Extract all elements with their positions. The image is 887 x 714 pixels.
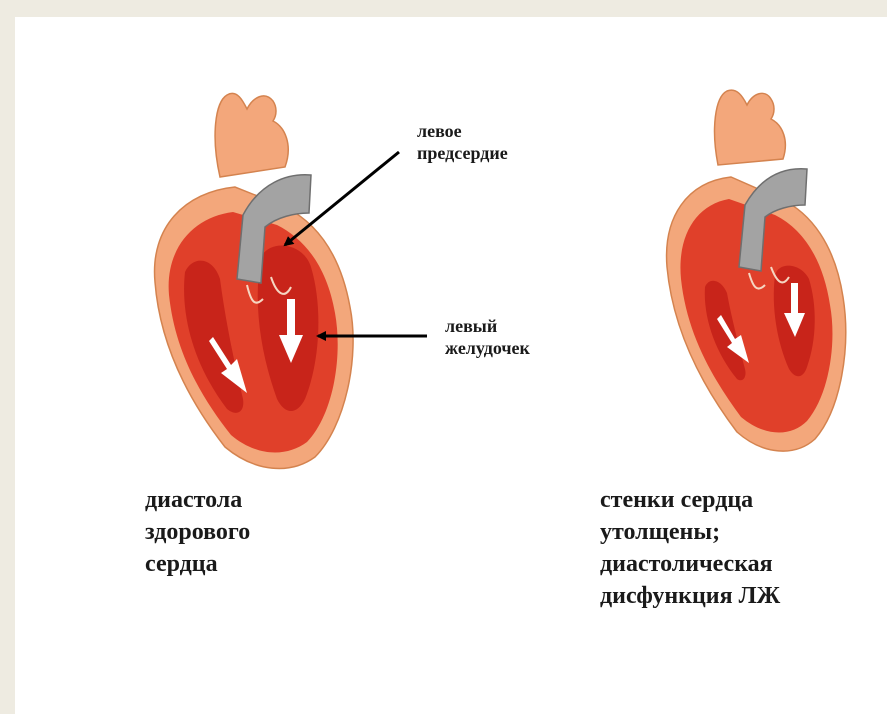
- left-atrium-label-line-2: предсердие: [417, 142, 508, 164]
- left-ventricle-label-line-1: левый: [445, 315, 530, 337]
- healthy-caption-line-1: диастола: [145, 484, 250, 516]
- healthy-aorta: [215, 93, 288, 177]
- hypertrophy-caption-line-4: дисфункция ЛЖ: [600, 580, 780, 612]
- healthy-heart-illustration: [155, 93, 354, 468]
- hypertrophied-aorta: [715, 90, 786, 165]
- left-ventricle-label: левый желудочек: [445, 315, 530, 359]
- hypertrophy-caption-line-1: стенки сердца: [600, 484, 780, 516]
- hypertrophy-caption-line-3: диастолическая: [600, 548, 780, 580]
- left-ventricle-label-line-2: желудочек: [445, 337, 530, 359]
- left-atrium-label: левое предсердие: [417, 120, 508, 164]
- healthy-caption-line-3: сердца: [145, 548, 250, 580]
- healthy-heart-caption: диастола здорового сердца: [145, 484, 250, 580]
- hypertrophied-heart-illustration: [667, 90, 846, 451]
- healthy-caption-line-2: здорового: [145, 516, 250, 548]
- left-atrium-label-line-1: левое: [417, 120, 508, 142]
- slide: левое предсердие левый желудочек диастол…: [15, 17, 887, 714]
- hypertrophy-caption-line-2: утолщены;: [600, 516, 780, 548]
- hypertrophy-caption: стенки сердца утолщены; диастолическая д…: [600, 484, 780, 612]
